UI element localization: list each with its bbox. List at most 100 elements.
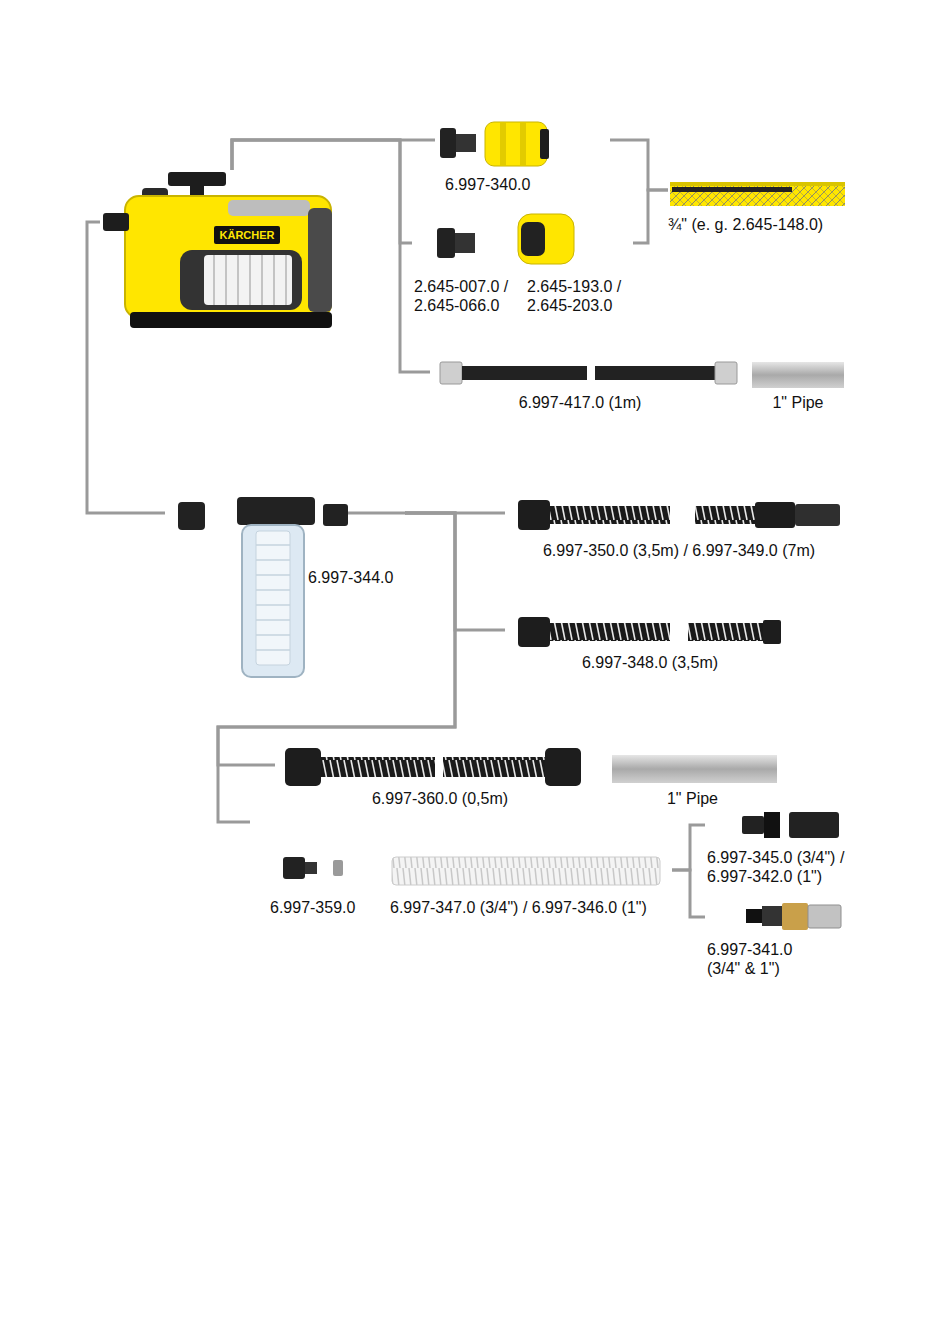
part-node: 6.997-348.0 (3,5m) <box>505 612 790 677</box>
adapter-illustration <box>283 857 343 879</box>
suction-strainer <box>795 504 840 526</box>
hose-fitting <box>518 500 550 530</box>
part-node: ¾" (e. g. 2.645-148.0) <box>668 178 847 238</box>
adapter-body <box>283 857 305 879</box>
cartridge-lines <box>256 545 290 650</box>
hose-section <box>595 366 715 380</box>
part-node: KÄRCHER <box>100 170 335 330</box>
hose-clip <box>333 860 343 876</box>
hose-nut <box>440 362 462 384</box>
suction-hose <box>688 623 763 641</box>
part-node: 6.997-347.0 (3/4") / 6.997-346.0 (1") <box>385 850 672 922</box>
coupling-grip <box>521 222 545 256</box>
pipe-illustration <box>612 755 777 783</box>
connection-hose-illustration <box>285 748 581 786</box>
connector-line <box>218 513 455 822</box>
pump-inlet <box>103 213 129 231</box>
hose-nut <box>763 620 781 644</box>
hose-nut <box>715 362 737 384</box>
part-number-label: KÄRCHER <box>214 229 280 242</box>
garden-hose <box>670 182 845 206</box>
filter-nozzle <box>746 909 762 923</box>
part-node: 2.645-007.0 / 2.645-066.02.645-193.0 / 2… <box>412 210 633 330</box>
part-number-label: 6.997-417.0 (1m) <box>490 393 670 412</box>
suction-hose <box>550 506 670 524</box>
filter-adapter <box>178 502 205 530</box>
part-number-label: 6.997-350.0 (3,5m) / 6.997-349.0 (7m) <box>515 541 843 560</box>
thread-adapter <box>437 228 455 258</box>
pump-illustration <box>103 172 332 328</box>
thread-adapter <box>440 128 456 158</box>
pump-base <box>130 312 332 328</box>
hose-section <box>462 366 587 380</box>
connector-body <box>789 812 839 838</box>
pump-side <box>308 208 332 312</box>
part-number-label: 6.997-359.0 <box>270 898 358 917</box>
part-number-label: 6.997-345.0 (3/4") / 6.997-342.0 (1") <box>707 848 848 886</box>
connector-set-illustration <box>440 122 549 166</box>
part-node: 6.997-360.0 (0,5m) <box>275 740 590 811</box>
suction-hose <box>443 757 545 777</box>
part-node: 1" Pipe <box>605 748 780 813</box>
suction-hose <box>550 623 670 641</box>
part-node: 6.997-417.0 (1m) <box>430 355 740 415</box>
pipe-illustration <box>752 362 844 388</box>
filter-cartridge <box>256 531 290 665</box>
pump-handle <box>228 200 310 216</box>
brass-valve <box>782 903 808 930</box>
suction-hose <box>321 757 435 777</box>
prefilter-ribs <box>214 255 286 305</box>
part-number-label: 6.997-360.0 (0,5m) <box>335 789 545 808</box>
hose-coupling <box>518 214 574 264</box>
filter-nipple <box>323 504 348 526</box>
line-stub <box>348 512 406 515</box>
part-number-label: 2.645-193.0 / 2.645-203.0 <box>527 277 631 315</box>
hose-highlight <box>670 182 845 186</box>
connector-pair-illustration <box>437 214 574 264</box>
part-number-label: 6.997-341.0 (3/4" & 1") <box>707 940 817 978</box>
part-number-label: 6.997-348.0 (3,5m) <box>560 653 740 672</box>
coupling-grip <box>520 122 526 166</box>
part-node: 6.997-345.0 (3/4") / 6.997-342.0 (1") <box>705 808 850 898</box>
part-number-label: 6.997-340.0 <box>445 175 575 194</box>
hose-fitting <box>545 748 581 786</box>
suction-hose-illustration <box>518 617 781 647</box>
hose-fitting <box>755 502 795 528</box>
part-number-label: 1" Pipe <box>610 789 775 808</box>
coupling-grip <box>500 122 506 166</box>
hose-connector-illustration <box>742 812 839 838</box>
pump-logo-band <box>214 226 280 244</box>
connector-line <box>633 190 668 243</box>
connector-line <box>232 140 435 170</box>
connector-nozzle <box>742 816 764 834</box>
thread-adapter-nozzle <box>456 134 476 152</box>
coupling-ring <box>540 129 549 159</box>
filter-cap <box>237 497 315 525</box>
hose-coupling <box>485 122 547 166</box>
filter-housing <box>242 525 304 677</box>
adapter-nozzle <box>305 862 317 874</box>
filter-illustration <box>178 497 406 677</box>
connector-line <box>672 825 705 870</box>
filter-nut <box>762 906 782 926</box>
suction-hose <box>695 506 755 524</box>
connector-line <box>672 870 705 917</box>
pump-window <box>180 250 302 310</box>
suction-set-illustration <box>518 500 840 530</box>
mesh-strainer <box>808 905 841 928</box>
suction-filter-illustration <box>746 903 841 930</box>
part-node: 1" Pipe <box>750 355 846 415</box>
part-node: 6.997-340.0 <box>435 115 610 200</box>
pressure-hose-illustration <box>440 362 737 384</box>
garden-hose-illustration <box>670 182 845 206</box>
pump-prefilter <box>204 255 292 305</box>
connector-line <box>610 140 668 190</box>
part-number-label: 6.997-344.0 <box>308 568 403 587</box>
part-number-label: 2.645-007.0 / 2.645-066.0 <box>414 277 524 315</box>
thread-adapter-nozzle <box>455 233 475 253</box>
pump-body <box>125 196 331 318</box>
part-node: 6.997-344.0 <box>165 490 405 685</box>
part-number-label: ¾" (e. g. 2.645-148.0) <box>668 215 845 234</box>
part-number-label: 6.997-347.0 (3/4") / 6.997-346.0 (1") <box>390 898 670 917</box>
